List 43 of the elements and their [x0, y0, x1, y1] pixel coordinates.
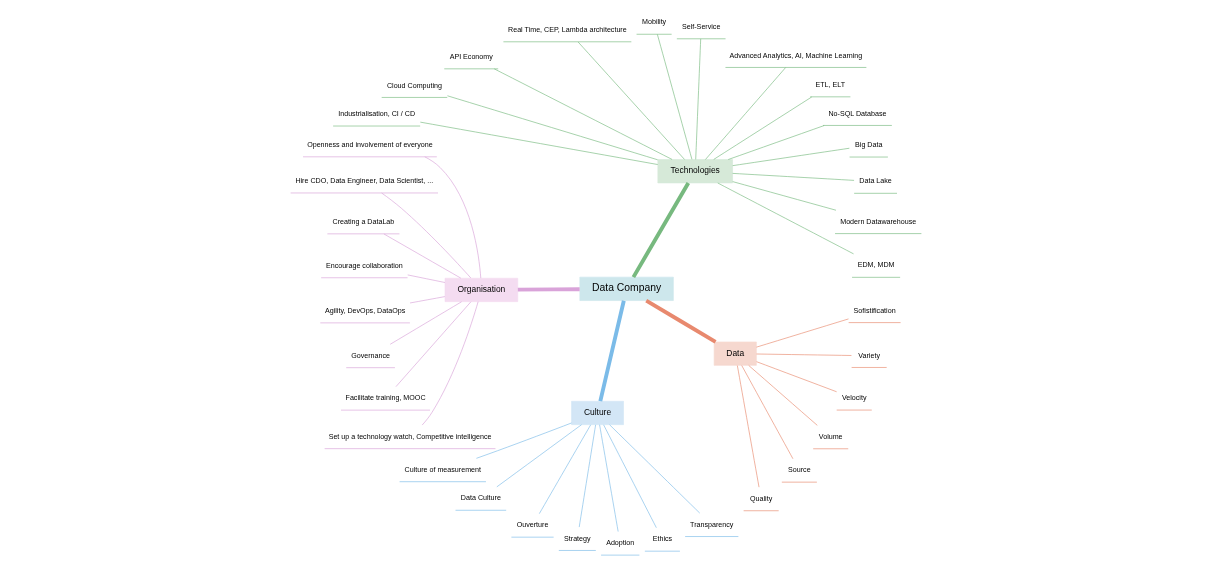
- connector: [517, 287, 580, 292]
- connector: [577, 41, 685, 160]
- connector: [423, 156, 481, 279]
- connector: [747, 365, 818, 426]
- connector: [731, 173, 854, 181]
- connector: [406, 274, 445, 283]
- connector: [736, 365, 759, 488]
- connector: [419, 121, 658, 165]
- connector: [656, 34, 692, 160]
- connector: [395, 301, 471, 387]
- connector: [446, 95, 658, 161]
- connector: [602, 424, 657, 529]
- connector: [727, 125, 824, 160]
- connector: [644, 298, 717, 344]
- connector: [755, 361, 837, 393]
- connector: [383, 233, 461, 279]
- connector: [755, 353, 852, 356]
- connector: [409, 296, 445, 304]
- node-box: Data: [713, 341, 757, 366]
- connector: [475, 422, 572, 459]
- connector: [740, 365, 793, 460]
- connector: [712, 96, 812, 160]
- connector: [731, 147, 850, 166]
- connector: [755, 318, 849, 348]
- connector: [598, 424, 618, 532]
- connector: [496, 424, 582, 488]
- connector: [380, 192, 471, 279]
- connector: [493, 68, 672, 160]
- connector: [716, 182, 854, 255]
- node-box: Culture: [570, 400, 624, 425]
- node-box: Data Company: [579, 276, 674, 301]
- connector: [731, 181, 836, 211]
- connector: [389, 301, 462, 345]
- node-box: Technologies: [657, 159, 733, 184]
- node-box: Organisation: [444, 277, 518, 302]
- connector: [608, 424, 700, 514]
- connector: [421, 301, 478, 426]
- connector: [597, 300, 626, 402]
- connector: [578, 424, 596, 528]
- connector: [704, 67, 786, 160]
- connector: [631, 182, 690, 279]
- connector: [538, 424, 591, 514]
- connector: [694, 38, 701, 160]
